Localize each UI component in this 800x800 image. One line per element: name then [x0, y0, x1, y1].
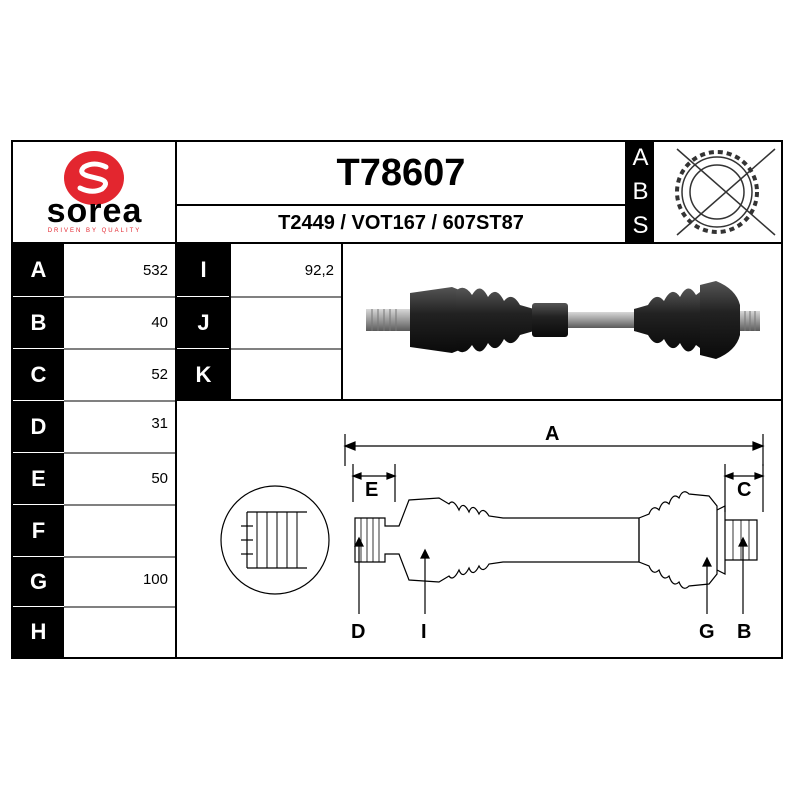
abs-letters: A B S — [627, 141, 654, 243]
spec-value-f — [64, 505, 176, 556]
brand-logo: sorea DRIVEN BY QUALITY — [22, 148, 167, 238]
spec-value-h — [64, 607, 176, 657]
spec-label-g: G — [13, 557, 64, 606]
spec-label-d: D — [13, 401, 64, 452]
dim-label-e: E — [365, 479, 378, 501]
spec-value-c: 52 — [151, 366, 168, 383]
spec-label-h: H — [13, 607, 64, 657]
spec-value-i: 92,2 — [304, 261, 334, 279]
cross-references: T2449 / VOT167 / 607ST87 — [278, 212, 524, 234]
abs-letter-a: A — [632, 144, 649, 171]
spec-label-a: A — [13, 244, 64, 296]
dim-label-a: A — [545, 423, 559, 445]
spec-label-e: E — [13, 453, 64, 504]
spec-label-b: B — [13, 297, 64, 348]
logo-tagline: DRIVEN BY QUALITY — [47, 228, 142, 234]
spec-value-a: 532 — [142, 261, 168, 279]
abs-letter-s: S — [632, 212, 649, 239]
abs-letter-b: B — [632, 178, 649, 205]
spec-value-k — [230, 349, 342, 400]
spec-value-g: 100 — [142, 571, 168, 588]
part-number: T78607 — [336, 152, 466, 194]
drive-shaft-photo — [366, 281, 760, 359]
spec-value-d: 31 — [151, 415, 168, 432]
logo-word: sorea — [46, 192, 143, 230]
spec-value-j — [230, 297, 342, 348]
spec-label-f: F — [13, 505, 64, 556]
dim-label-i: I — [421, 621, 427, 643]
dim-label-b: B — [737, 621, 751, 643]
spec-label-j: J — [177, 297, 230, 348]
dim-label-g: G — [699, 621, 715, 643]
spec-label-c: C — [13, 349, 64, 400]
spec-label-k: K — [177, 349, 230, 400]
spec-value-b: 40 — [151, 314, 168, 331]
spec-value-e: 50 — [151, 470, 168, 487]
spec-label-i: I — [177, 244, 230, 296]
dim-label-c: C — [737, 479, 751, 501]
dimension-diagram: A E C D I G B — [220, 423, 765, 643]
abs-ring-crossed-icon — [675, 148, 776, 236]
dim-label-d: D — [351, 621, 365, 643]
sorea-emblem-icon — [64, 151, 124, 205]
